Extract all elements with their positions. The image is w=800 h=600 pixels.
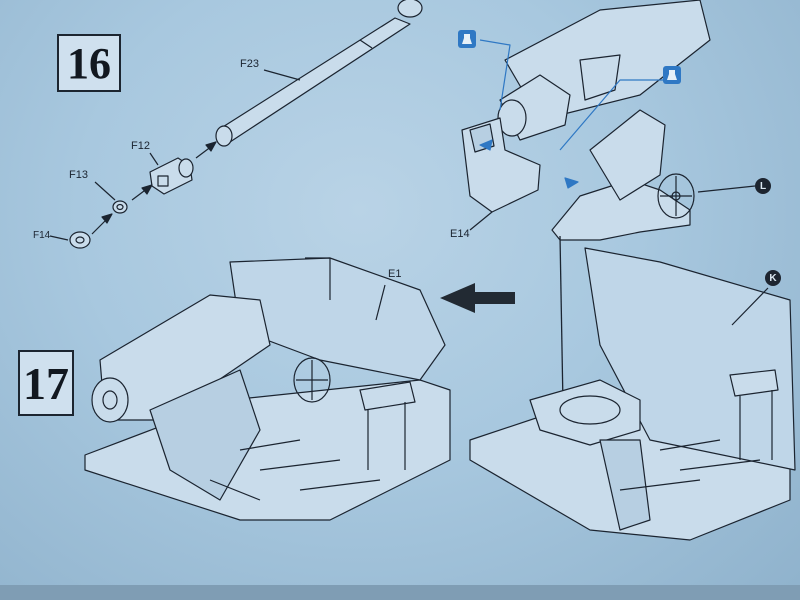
assembly-arrows [91, 141, 217, 235]
glue-icon [663, 66, 681, 84]
part-label-f14: F14 [33, 230, 51, 241]
ring-part-f13 [112, 200, 128, 214]
glue-icon [458, 30, 476, 48]
part-label-f13: F13 [69, 169, 88, 181]
hull-interior-base [469, 247, 796, 541]
step-number-16: 16 [57, 34, 121, 92]
callout-l: L [755, 178, 771, 194]
transfer-arrow-icon [440, 283, 515, 313]
part-label-e1: E1 [388, 268, 402, 280]
page-bottom-edge [0, 585, 800, 600]
glue-leaders [479, 39, 665, 189]
hull-interior-assembled [84, 257, 451, 521]
step-number-17: 17 [18, 350, 74, 416]
part-label-e14: E14 [450, 228, 470, 240]
cap-part-f14 [69, 231, 91, 249]
gun-base-assembly [551, 109, 756, 241]
callout-k: K [765, 270, 781, 286]
part-label-f23: F23 [240, 58, 259, 70]
part-label-f12: F12 [131, 140, 150, 152]
gun-mount-upper [497, 0, 711, 141]
barrel-part-f23 [215, 0, 423, 147]
